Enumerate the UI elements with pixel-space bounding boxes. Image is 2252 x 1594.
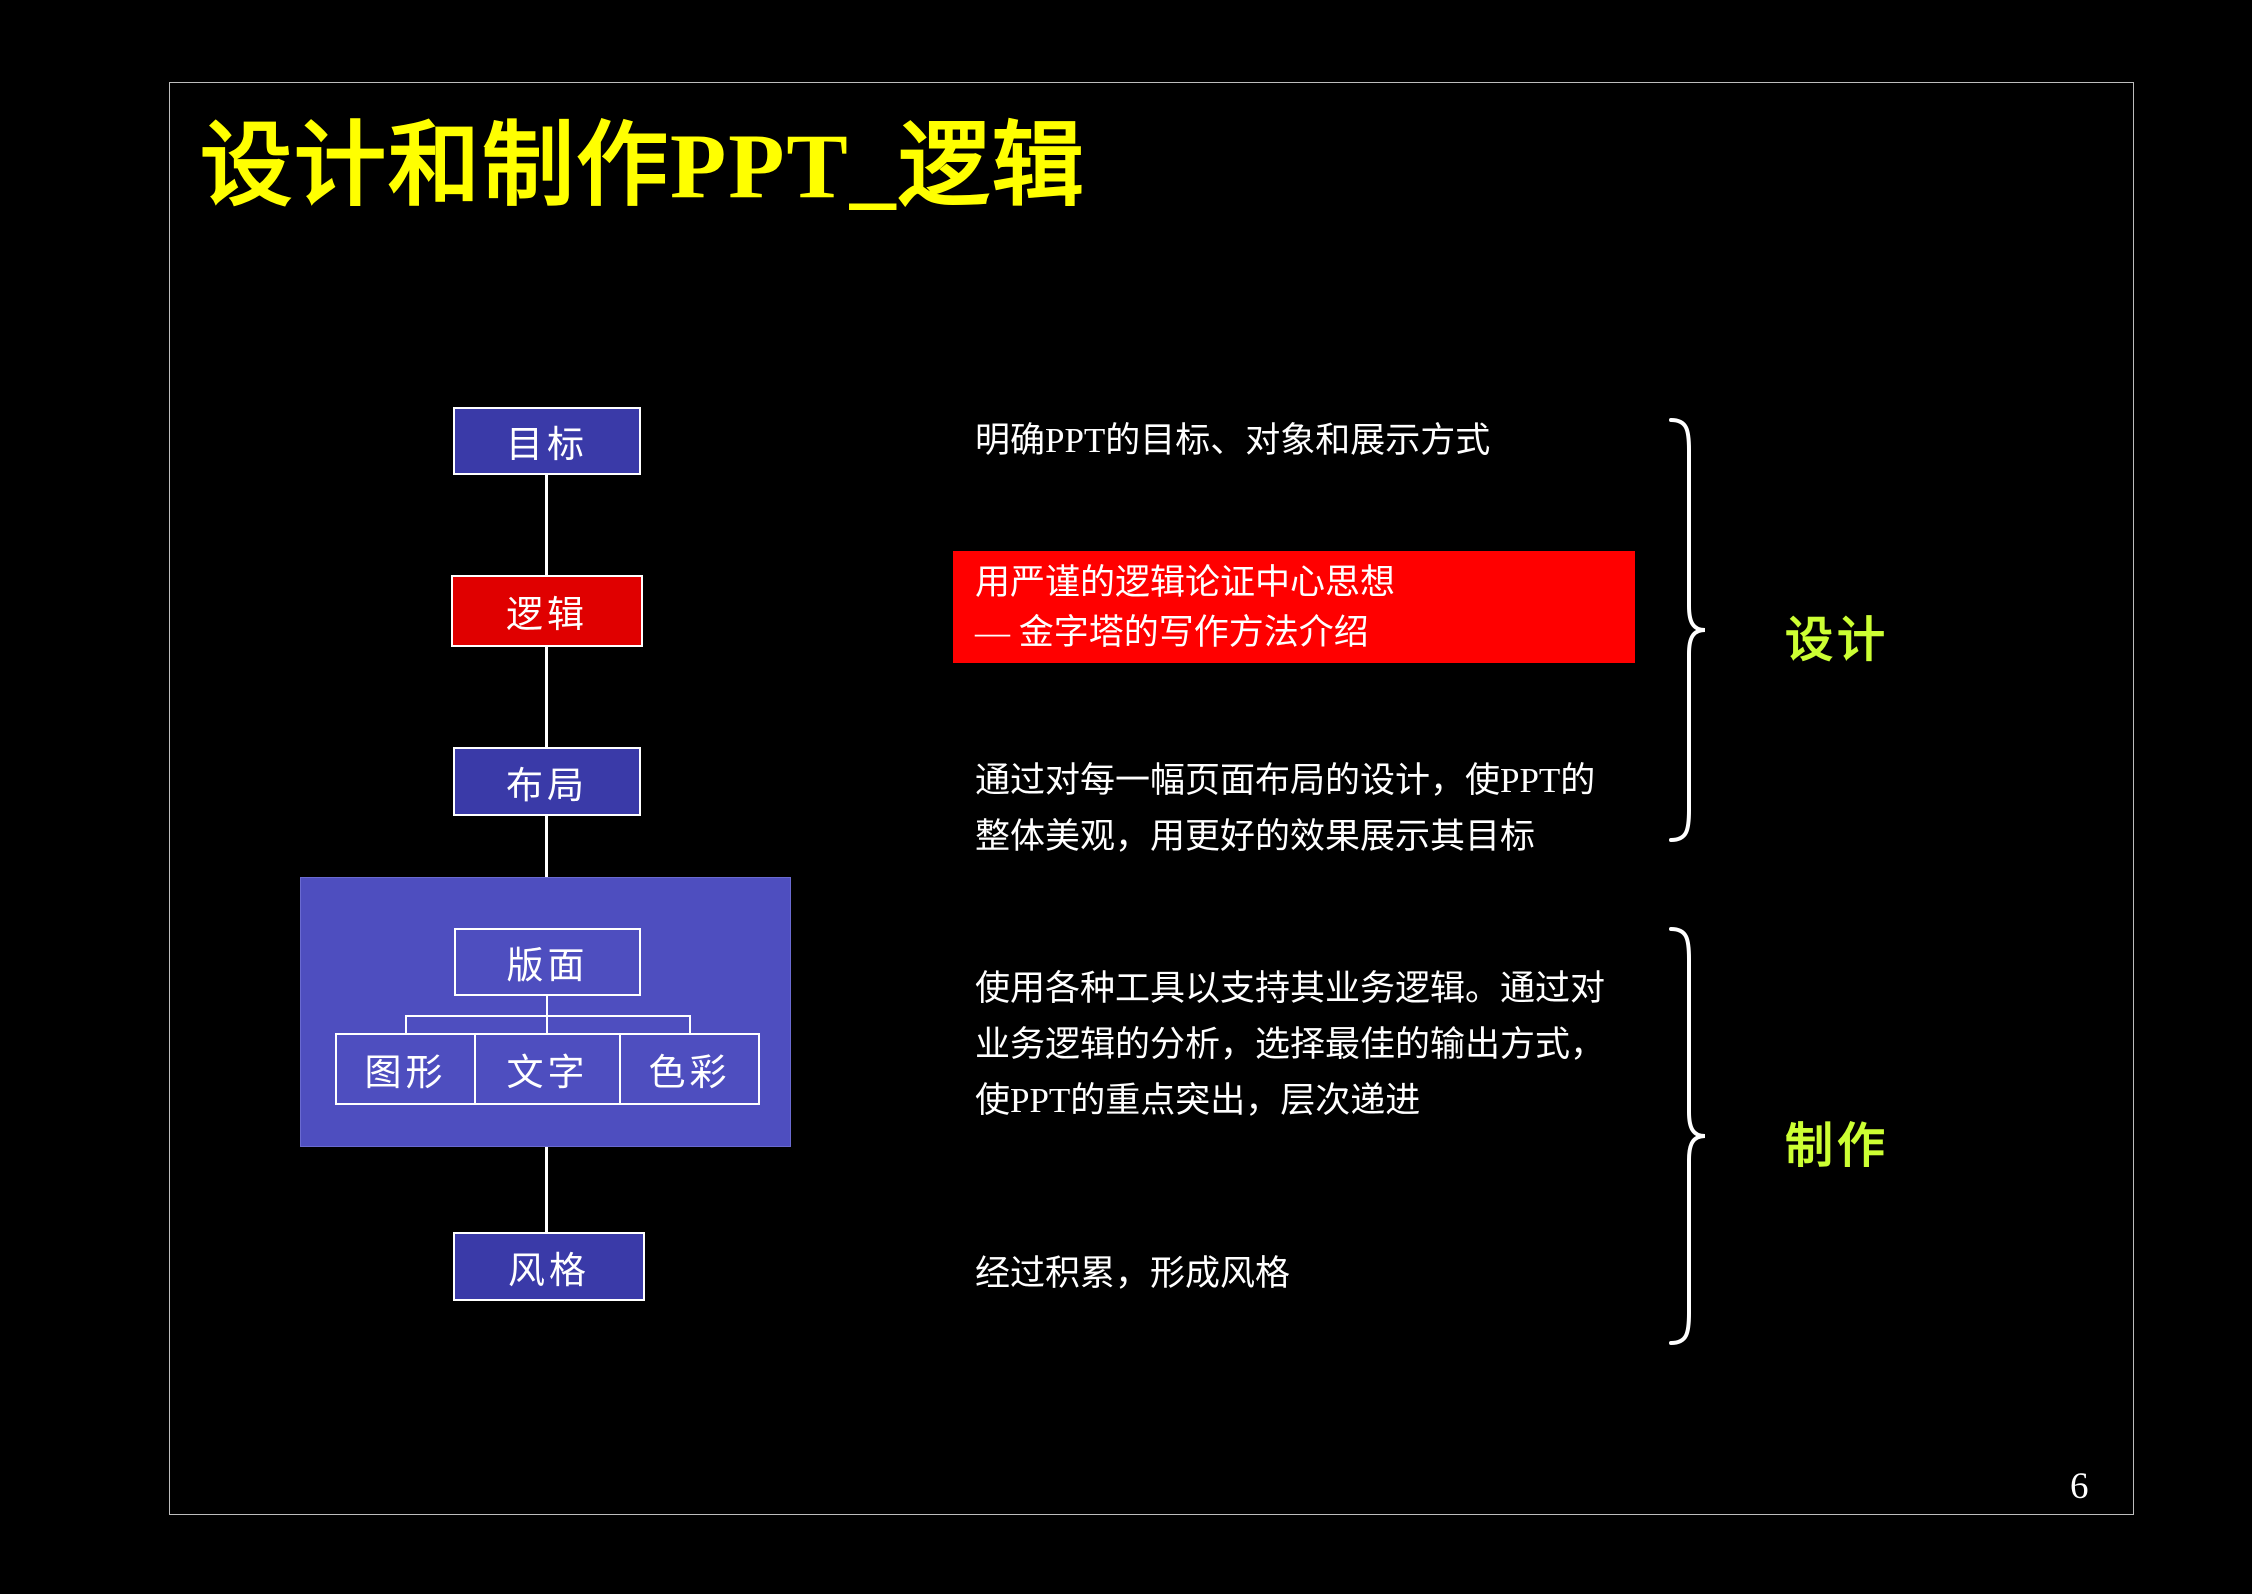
flow-group-box: 版面 图形 文字 色彩 bbox=[300, 877, 791, 1147]
flow-node-goal: 目标 bbox=[453, 407, 641, 475]
slide: 设计和制作PPT_逻辑 目标 逻辑 布局 版面 图形 文字 色彩 风格 明确PP… bbox=[169, 82, 2134, 1515]
flow-node-layout: 布局 bbox=[453, 747, 641, 816]
phase-label-design: 设计 bbox=[1785, 614, 1890, 667]
annotation-layout: 通过对每一幅页面布局的设计，使PPT的 整体美观，用更好的效果展示其目标 bbox=[975, 753, 1595, 865]
flow-node-logic: 逻辑 bbox=[451, 575, 643, 647]
flow-node-text: 文字 bbox=[474, 1033, 621, 1105]
annotation-layout-line1: 通过对每一幅页面布局的设计，使PPT的 bbox=[975, 761, 1596, 800]
group-connector-stub bbox=[405, 1015, 407, 1035]
brace-production-icon bbox=[1669, 927, 1706, 1345]
slide-title: 设计和制作PPT_逻辑 bbox=[200, 115, 1086, 217]
annotation-logic-highlight: 用严谨的逻辑论证中心思想 — 金字塔的写作方法介绍 bbox=[953, 551, 1635, 663]
annotation-panel-line2: 业务逻辑的分析，选择最佳的输出方式， bbox=[975, 1025, 1606, 1064]
annotation-logic-line2: — 金字塔的写作方法介绍 bbox=[975, 613, 1369, 652]
brace-design-icon bbox=[1669, 418, 1706, 842]
flow-node-panel: 版面 bbox=[454, 928, 641, 996]
annotation-panel: 使用各种工具以支持其业务逻辑。通过对 业务逻辑的分析，选择最佳的输出方式， 使P… bbox=[975, 961, 1605, 1129]
phase-label-production: 制作 bbox=[1785, 1120, 1890, 1173]
group-connector-stub bbox=[546, 1015, 548, 1035]
annotation-panel-line3: 使PPT的重点突出，层次递进 bbox=[975, 1081, 1421, 1120]
flow-node-style: 风格 bbox=[453, 1232, 645, 1301]
annotation-panel-line1: 使用各种工具以支持其业务逻辑。通过对 bbox=[975, 969, 1606, 1008]
group-connector-stub bbox=[689, 1015, 691, 1035]
annotation-layout-line2: 整体美观，用更好的效果展示其目标 bbox=[975, 817, 1536, 856]
page-number: 6 bbox=[2070, 1466, 2089, 1507]
flow-node-graphics: 图形 bbox=[335, 1033, 476, 1105]
group-connector-vertical bbox=[546, 996, 548, 1017]
annotation-logic-line1: 用严谨的逻辑论证中心思想 bbox=[975, 563, 1396, 602]
flow-node-color: 色彩 bbox=[619, 1033, 760, 1105]
annotation-style: 经过积累，形成风格 bbox=[975, 1254, 1291, 1293]
group-connector-horizontal bbox=[405, 1015, 691, 1017]
annotation-goal: 明确PPT的目标、对象和展示方式 bbox=[975, 421, 1491, 460]
flow-connector-line bbox=[545, 441, 548, 1241]
